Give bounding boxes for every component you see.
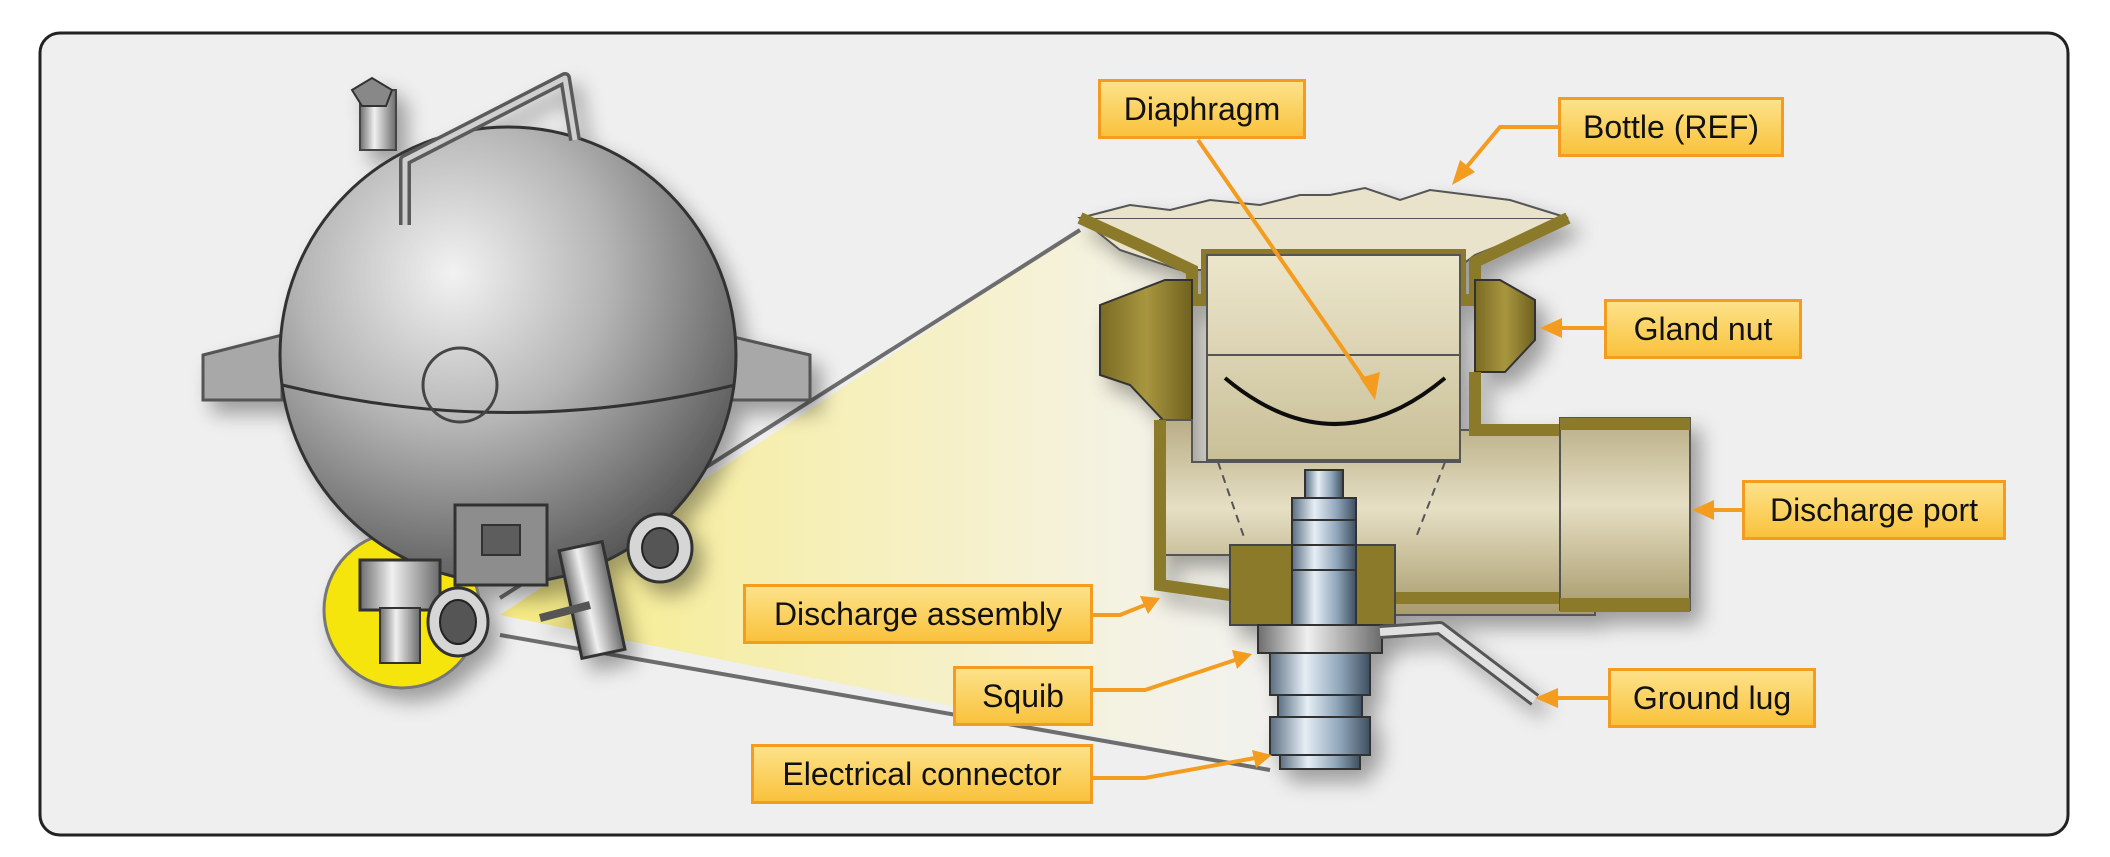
sphere-name-plate	[421, 346, 499, 424]
inner-bore	[1206, 254, 1461, 461]
label-discharge-assembly: Discharge assembly	[743, 584, 1093, 644]
ground-lug-small	[538, 601, 592, 622]
label-gland-nut: Gland nut	[1604, 299, 1802, 359]
electrical-connector-body	[1269, 652, 1371, 696]
diaphragm-shape	[1223, 376, 1447, 426]
label-discharge-port: Discharge port	[1742, 480, 2006, 540]
leader-discharge-assembly	[1093, 603, 1146, 617]
extinguisher-bottle	[201, 72, 812, 690]
beam-edge-lower	[499, 633, 1271, 772]
leader-arrowheads	[1140, 160, 1714, 768]
squib-body	[1291, 497, 1357, 627]
squib-hex-nut	[1257, 624, 1383, 654]
leader-bottle-ref	[1458, 125, 1558, 177]
sphere-seam	[281, 383, 736, 414]
outlet-fitting-right	[557, 539, 627, 661]
leader-lines	[1093, 125, 1742, 780]
label-ground-lug: Ground lug	[1608, 668, 1816, 728]
outlet-fitting-left	[358, 558, 442, 612]
discharge-port-cylinder	[1559, 417, 1691, 611]
leader-squib	[1093, 658, 1236, 692]
label-squib: Squib	[953, 666, 1093, 726]
leader-diaphragm	[1196, 138, 1377, 397]
label-bottle-ref: Bottle (REF)	[1558, 97, 1784, 157]
squib-tip	[1304, 469, 1344, 501]
label-electrical-connector: Electrical connector	[751, 744, 1093, 804]
mounting-foot-left	[201, 333, 284, 402]
bottle-torn-edge	[1079, 186, 1569, 219]
label-diaphragm: Diaphragm	[1098, 79, 1306, 139]
discharge-cutaway	[1077, 186, 1691, 770]
leader-electrical-connector	[1093, 756, 1256, 780]
